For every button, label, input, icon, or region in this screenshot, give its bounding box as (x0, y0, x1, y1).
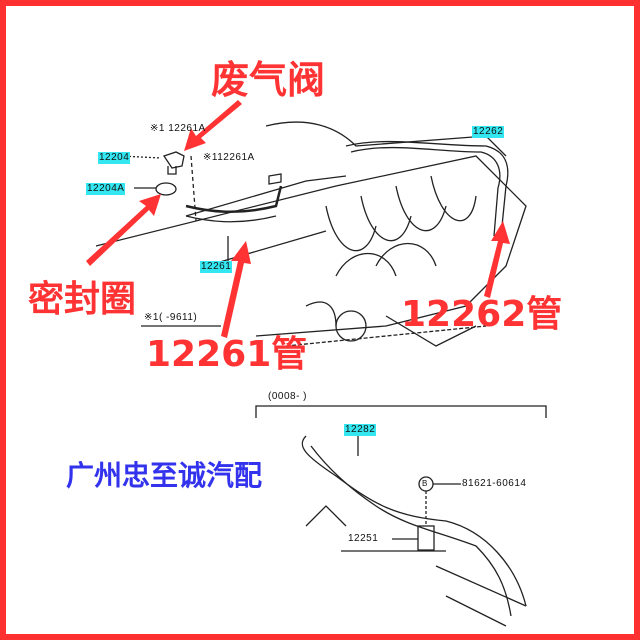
part-label-12282: 12282 (344, 424, 377, 436)
watermark-text: 广州忠至诚汽配 (66, 459, 263, 492)
engine-line-drawing (86, 100, 547, 627)
manifold-runners (325, 175, 477, 277)
part-label: ※112261A (203, 152, 255, 163)
pipe-12262-annotation: 12262管 (401, 294, 563, 335)
seal-annotation: 密封圈 (28, 279, 137, 320)
part-label-12261: 12261 (200, 261, 233, 273)
annotation-arrows (86, 100, 510, 338)
part-label: 81621-60614 (462, 478, 527, 489)
part-label: ※1 12261A (150, 123, 206, 134)
part-label-12204a: 12204A (86, 183, 126, 195)
part-label-12262: 12262 (472, 126, 505, 138)
date-range-label: ※1( -9611) (144, 312, 198, 323)
bolt-symbol: B (422, 479, 428, 488)
valve-annotation: 废气阀 (211, 58, 326, 102)
part-label: 12251 (348, 533, 379, 544)
pipe-12261-annotation: 12261管 (146, 334, 308, 375)
part-label-12204: 12204 (98, 152, 131, 164)
date-range-label: (0008- ) (268, 391, 308, 402)
